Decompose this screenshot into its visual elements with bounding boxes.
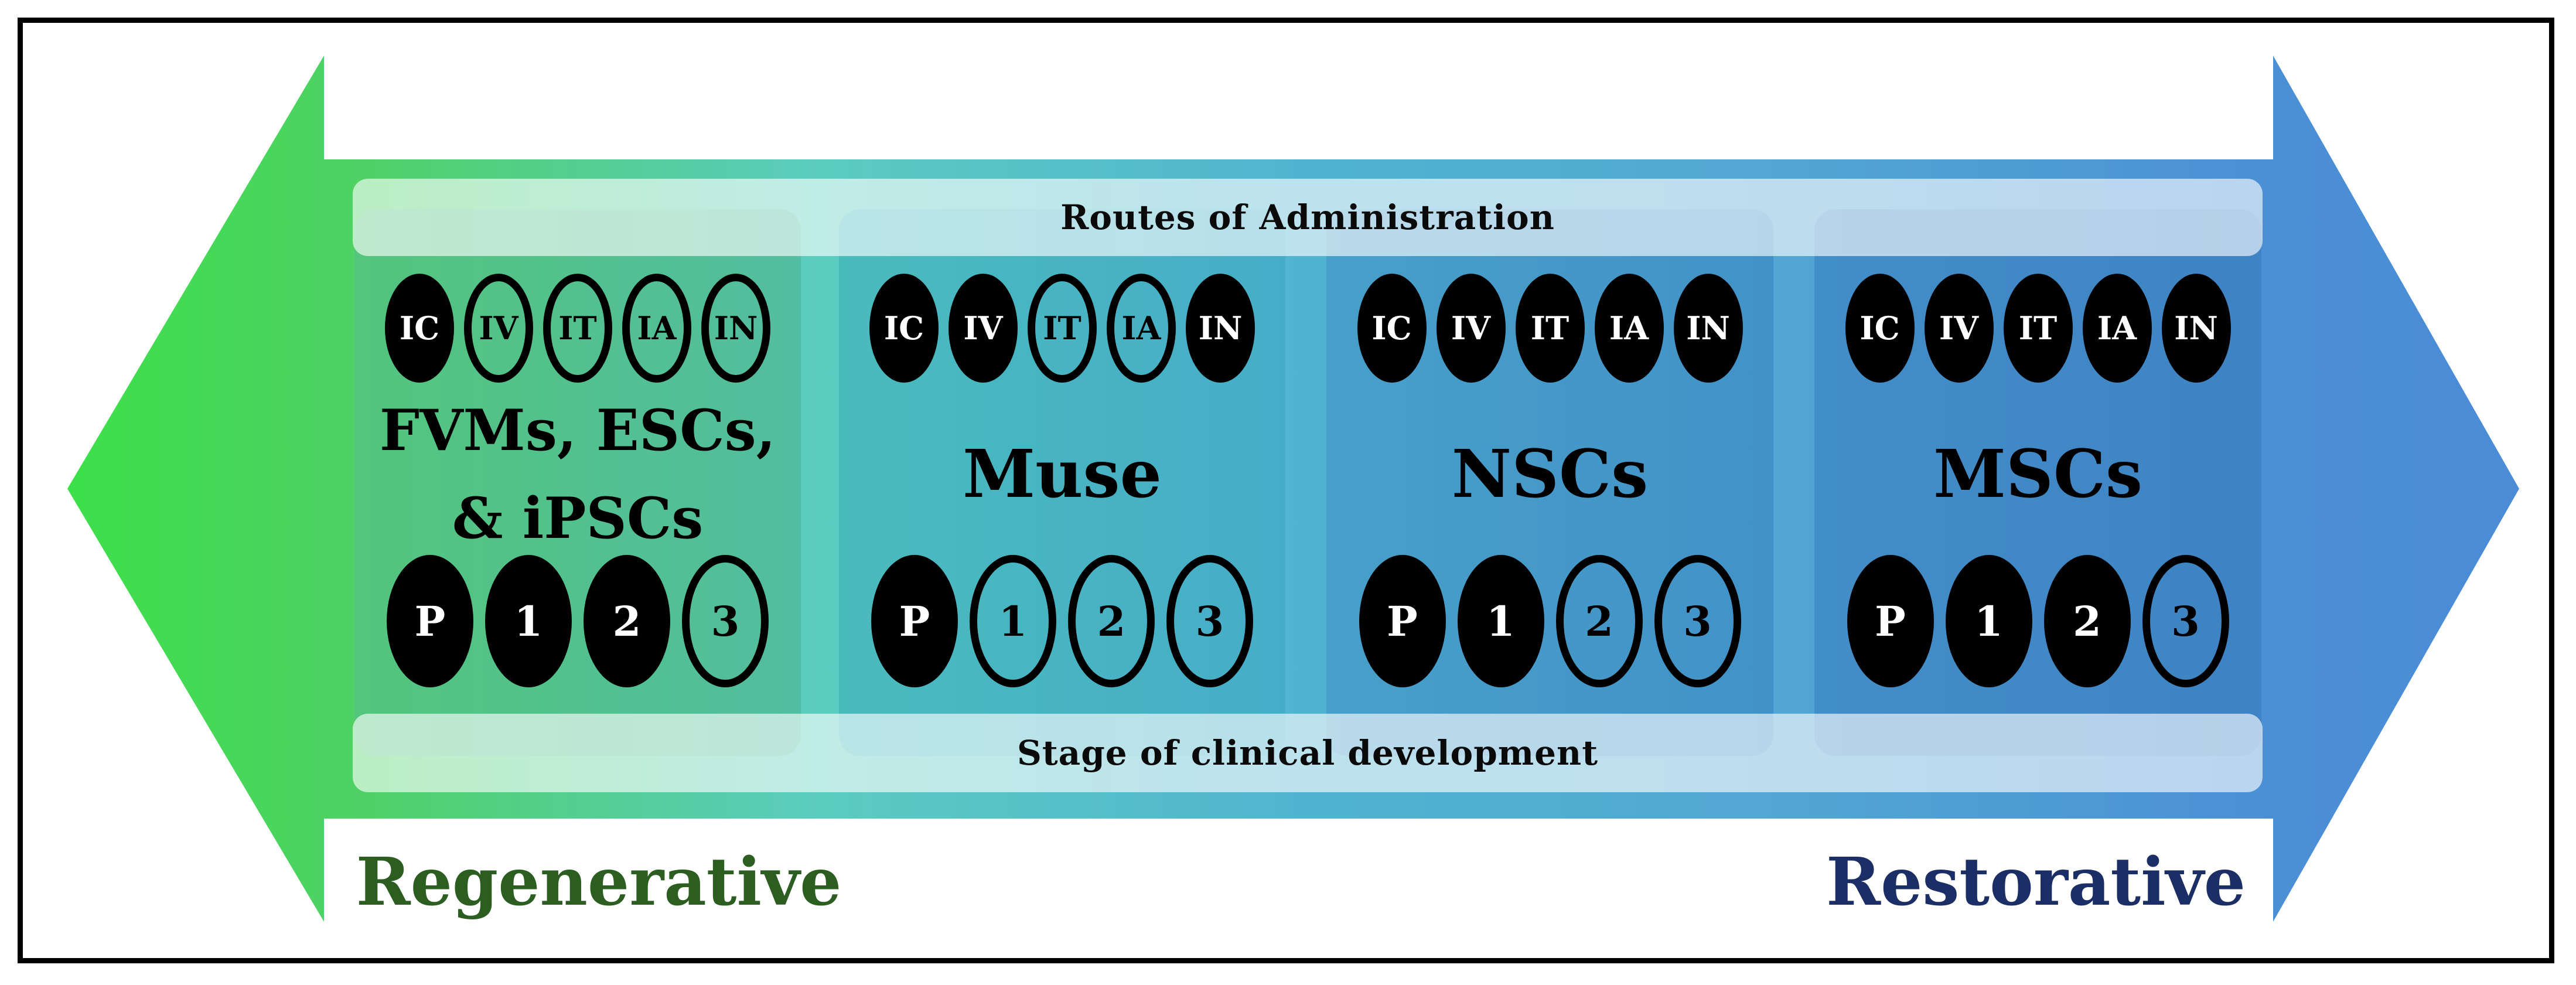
stages-band: Stage of clinical development (353, 714, 2263, 792)
routes-band-label: Routes of Administration (1060, 197, 1555, 237)
route-badge-iv: IV (464, 274, 533, 383)
route-badge-in: IN (701, 274, 770, 383)
stage-badge-p: P (1847, 555, 1934, 687)
routes-row: IC IV IT IA IN (839, 274, 1285, 383)
routes-row: IC IV IT IA IN (1326, 274, 1773, 383)
route-badge-ic: IC (385, 274, 454, 383)
stage-badge-2: 2 (1555, 555, 1643, 687)
panel-label: Muse (839, 375, 1285, 574)
route-badge-in: IN (1186, 274, 1255, 383)
stage-badge-2: 2 (2043, 555, 2131, 687)
route-badge-iv: IV (1924, 274, 1994, 383)
panel-label: FVMs, ESCs, & iPSCs (354, 375, 801, 574)
panel-muse: IC IV IT IA IN Muse P 1 2 3 (839, 209, 1285, 756)
stage-badge-3: 3 (1654, 555, 1741, 687)
panel-label-line2: & iPSCs (452, 485, 704, 551)
stages-row: P 1 2 3 (1326, 555, 1773, 687)
routes-band: Routes of Administration (353, 179, 2263, 256)
panel-label: NSCs (1326, 375, 1773, 574)
stage-badge-1: 1 (1945, 555, 2032, 687)
route-badge-ic: IC (869, 274, 939, 383)
route-badge-iv: IV (948, 274, 1018, 383)
stages-row: P 1 2 3 (1814, 555, 2261, 687)
stage-badge-1: 1 (485, 555, 572, 687)
panel-fvm-esc-ipsc: IC IV IT IA IN FVMs, ESCs, & iPSCs P 1 2… (354, 209, 801, 756)
panel-nscs: IC IV IT IA IN NSCs P 1 2 3 (1326, 209, 1773, 756)
route-badge-ia: IA (2082, 274, 2152, 383)
panel-label-line1: NSCs (1451, 436, 1649, 513)
stage-badge-p: P (1359, 555, 1446, 687)
route-badge-ic: IC (1357, 274, 1427, 383)
stage-badge-2: 2 (1068, 555, 1155, 687)
route-badge-ia: IA (1594, 274, 1664, 383)
route-badge-it: IT (1028, 274, 1097, 383)
stage-badge-2: 2 (584, 555, 670, 687)
stage-badge-3: 3 (2142, 555, 2229, 687)
stages-band-label: Stage of clinical development (1016, 733, 1598, 773)
route-badge-ia: IA (622, 274, 691, 383)
stage-badge-p: P (871, 555, 958, 687)
route-badge-ic: IC (1845, 274, 1915, 383)
route-badge-in: IN (2161, 274, 2231, 383)
restorative-label: Restorative (1826, 844, 2246, 921)
regenerative-label: Regenerative (356, 844, 842, 921)
routes-row: IC IV IT IA IN (354, 274, 801, 383)
panel-label: MSCs (1814, 375, 2261, 574)
panel-label-line1: MSCs (1933, 436, 2143, 513)
route-badge-ia: IA (1107, 274, 1176, 383)
panel-label-line1: Muse (963, 436, 1162, 513)
stage-badge-3: 3 (682, 555, 769, 687)
route-badge-iv: IV (1436, 274, 1506, 383)
panel-label-line1: FVMs, ESCs, (379, 397, 776, 463)
stage-badge-1: 1 (970, 555, 1056, 687)
stages-row: P 1 2 3 (354, 555, 801, 687)
stage-badge-3: 3 (1166, 555, 1253, 687)
stages-row: P 1 2 3 (839, 555, 1285, 687)
route-badge-it: IT (1515, 274, 1585, 383)
route-badge-it: IT (543, 274, 612, 383)
panel-mscs: IC IV IT IA IN MSCs P 1 2 3 (1814, 209, 2261, 756)
route-badge-it: IT (2003, 274, 2073, 383)
stage-badge-1: 1 (1457, 555, 1544, 687)
routes-row: IC IV IT IA IN (1814, 274, 2261, 383)
route-badge-in: IN (1673, 274, 1743, 383)
stage-badge-p: P (387, 555, 473, 687)
